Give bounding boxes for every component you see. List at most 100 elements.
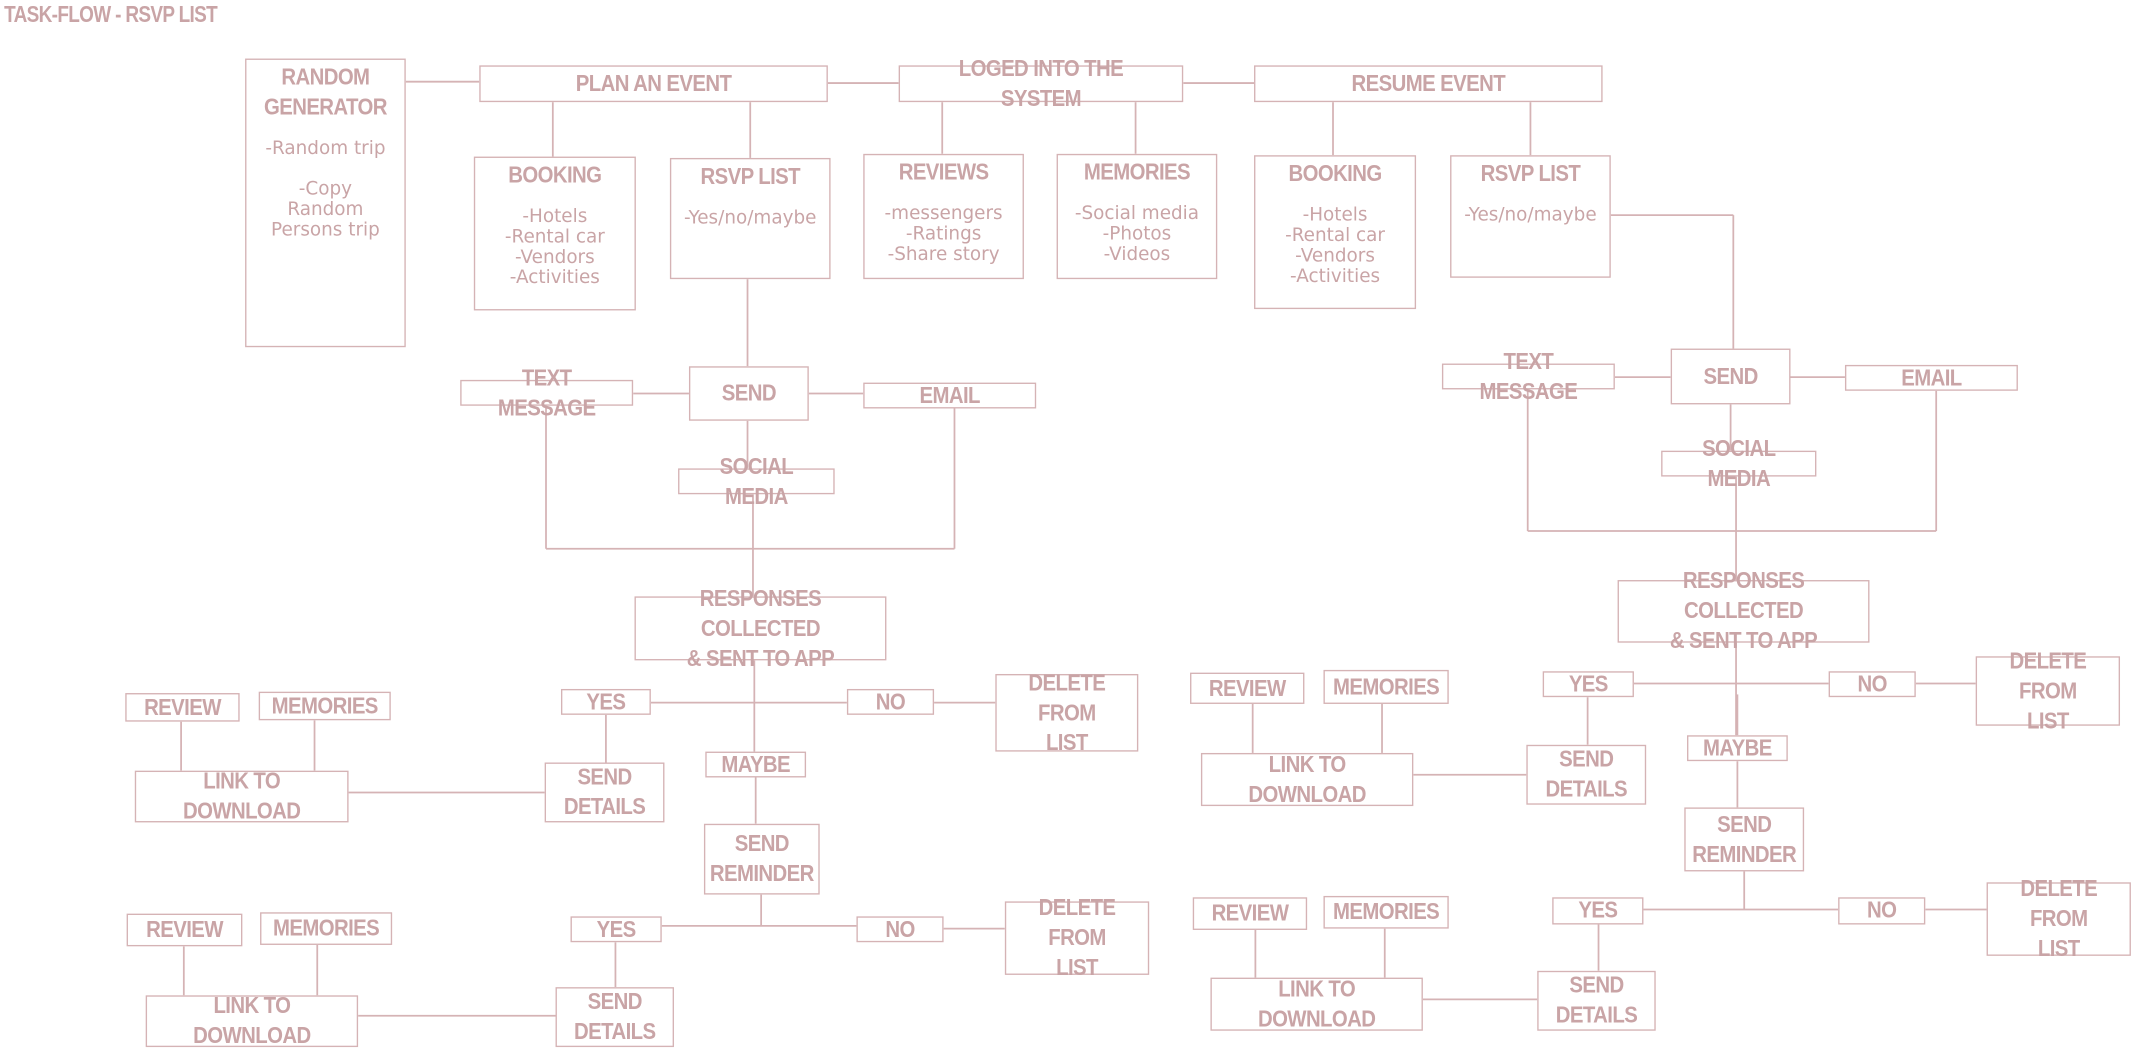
node-label: RESPONSES COLLECTED & SENT TO APP xyxy=(1669,567,1818,654)
node-l-link: LINK TO DOWNLOAD xyxy=(134,767,349,824)
node-r-memories: MEMORIES xyxy=(1323,669,1449,704)
node-label: TEXT MESSAGE xyxy=(497,364,596,421)
node-l2-no: NO xyxy=(856,915,944,943)
node-l-text: TEXT MESSAGE xyxy=(460,364,634,421)
node-r2-send-details: SEND DETAILS xyxy=(1537,970,1656,1031)
node-label: RSVP LIST xyxy=(1480,160,1581,187)
node-memories-top: MEMORIES -Social media -Photos -Videos xyxy=(1056,153,1218,280)
node-l-review: REVIEW xyxy=(125,693,240,722)
node-label: EMAIL xyxy=(919,381,981,408)
node-loged-in: LOGED INTO THE SYSTEM xyxy=(898,55,1184,111)
node-r2-no: NO xyxy=(1838,897,1926,925)
node-l-email: EMAIL xyxy=(863,381,1037,409)
node-label: RSVP LIST xyxy=(700,163,800,190)
node-label: SOCIAL MEDIA xyxy=(719,452,794,509)
node-r-responses: RESPONSES COLLECTED & SENT TO APP xyxy=(1617,567,1870,654)
node-r-social: SOCIAL MEDIA xyxy=(1661,435,1817,491)
node-label: BOOKING xyxy=(508,162,602,188)
node-l2-link: LINK TO DOWNLOAD xyxy=(145,992,359,1049)
node-label: NO xyxy=(875,688,906,715)
node-label: REVIEW xyxy=(144,693,221,720)
node-r2-link: LINK TO DOWNLOAD xyxy=(1210,975,1423,1032)
node-label: MEMORIES xyxy=(1333,898,1440,925)
node-l-maybe: MAYBE xyxy=(705,750,807,778)
node-label: MAYBE xyxy=(721,750,791,777)
node-label: SOCIAL MEDIA xyxy=(1702,435,1776,491)
node-details: -Yes/no/maybe xyxy=(684,206,817,229)
node-label: SEND xyxy=(1703,362,1758,389)
node-label: LINK TO DOWNLOAD xyxy=(182,767,301,824)
node-random-generator: RANDOM GENERATOR -Random trip -Copy Rando… xyxy=(245,58,406,348)
node-label: SEND xyxy=(721,379,777,406)
node-label: DELETE FROM LIST xyxy=(1028,669,1106,756)
node-r-review: REVIEW xyxy=(1190,672,1305,704)
node-label: REVIEW xyxy=(146,916,223,943)
node-r-yes: YES xyxy=(1542,671,1634,698)
node-l2-yes: YES xyxy=(570,915,662,943)
node-label: LOGED INTO THE SYSTEM xyxy=(958,55,1124,111)
node-label: MEMORIES xyxy=(1083,159,1191,186)
node-label: PLAN AN EVENT xyxy=(575,70,732,96)
node-l-reminder: SEND REMINDER xyxy=(703,823,820,895)
node-label: LINK TO DOWNLOAD xyxy=(193,992,311,1049)
node-label: SEND DETAILS xyxy=(1555,972,1638,1029)
node-r-send: SEND xyxy=(1670,348,1791,405)
node-label: RESUME EVENT xyxy=(1351,70,1506,96)
node-label: DELETE FROM LIST xyxy=(2009,647,2087,734)
node-l2-send-details: SEND DETAILS xyxy=(555,987,674,1048)
node-label: DELETE FROM LIST xyxy=(1038,894,1116,981)
node-label: BOOKING xyxy=(1288,160,1382,187)
node-l-memories: MEMORIES xyxy=(258,691,391,721)
node-r2-delete: DELETE FROM LIST xyxy=(1986,875,2131,962)
node-label: REVIEW xyxy=(1211,900,1289,926)
node-r-delete: DELETE FROM LIST xyxy=(1975,647,2121,734)
node-l-send: SEND xyxy=(688,366,809,421)
node-r2-review: REVIEW xyxy=(1192,897,1308,930)
node-l-delete: DELETE FROM LIST xyxy=(995,669,1139,756)
node-label: RANDOM GENERATOR xyxy=(263,63,387,120)
node-label: SEND REMINDER xyxy=(709,830,814,887)
node-plan-event: PLAN AN EVENT xyxy=(479,65,828,103)
node-label: SEND DETAILS xyxy=(574,988,656,1045)
node-l2-delete: DELETE FROM LIST xyxy=(1004,894,1150,981)
node-label: MEMORIES xyxy=(271,692,379,719)
node-r-text: TEXT MESSAGE xyxy=(1441,347,1615,404)
node-label: EMAIL xyxy=(1901,364,1962,391)
node-booking-left: BOOKING -Hotels -Rental car -Vendors -Act… xyxy=(473,156,636,311)
node-r-email: EMAIL xyxy=(1844,364,2018,391)
node-label: SEND REMINDER xyxy=(1692,810,1797,867)
node-label: MAYBE xyxy=(1703,734,1772,761)
node-booking-right: BOOKING-Hotels -Rental car -Vendors -Act… xyxy=(1254,155,1417,310)
node-label: MEMORIES xyxy=(273,914,380,941)
node-label: REVIEWS xyxy=(898,159,989,186)
node-details: -Social media -Photos -Videos xyxy=(1074,202,1200,266)
node-r2-memories: MEMORIES xyxy=(1323,895,1449,929)
node-details: -Hotels -Rental car -Vendors -Activities xyxy=(504,205,605,289)
node-reviews: REVIEWS-messengers -Ratings -Share story xyxy=(863,153,1024,280)
node-label: MEMORIES xyxy=(1333,673,1440,700)
node-r-no: NO xyxy=(1828,671,1916,698)
node-label: TEXT MESSAGE xyxy=(1479,347,1578,404)
node-label: SEND DETAILS xyxy=(1545,746,1628,802)
node-l2-review: REVIEW xyxy=(126,913,243,947)
node-l-responses: RESPONSES COLLECTED & SENT TO APP xyxy=(634,585,887,671)
node-label: LINK TO DOWNLOAD xyxy=(1257,975,1376,1032)
node-r-reminder: SEND REMINDER xyxy=(1684,807,1805,872)
node-label: DELETE FROM LIST xyxy=(2020,875,2098,962)
node-rsvp-left: RSVP LIST -Yes/no/maybe xyxy=(669,157,831,280)
node-r-send-details: SEND DETAILS xyxy=(1526,744,1647,805)
diagram-title: TASK-FLOW - RSVP LIST xyxy=(4,1,218,28)
node-rsvp-right: RSVP LIST-Yes/no/maybe xyxy=(1450,155,1611,278)
node-label: NO xyxy=(1867,897,1897,924)
node-l-no: NO xyxy=(846,688,935,715)
node-label: YES xyxy=(586,688,626,715)
node-label: LINK TO DOWNLOAD xyxy=(1248,750,1366,807)
node-r2-yes: YES xyxy=(1552,897,1644,925)
node-label: NO xyxy=(885,915,915,942)
node-details: -Random trip -Copy Random Persons trip xyxy=(265,137,386,242)
node-l-send-details: SEND DETAILS xyxy=(544,762,665,823)
node-label: YES xyxy=(596,915,637,942)
